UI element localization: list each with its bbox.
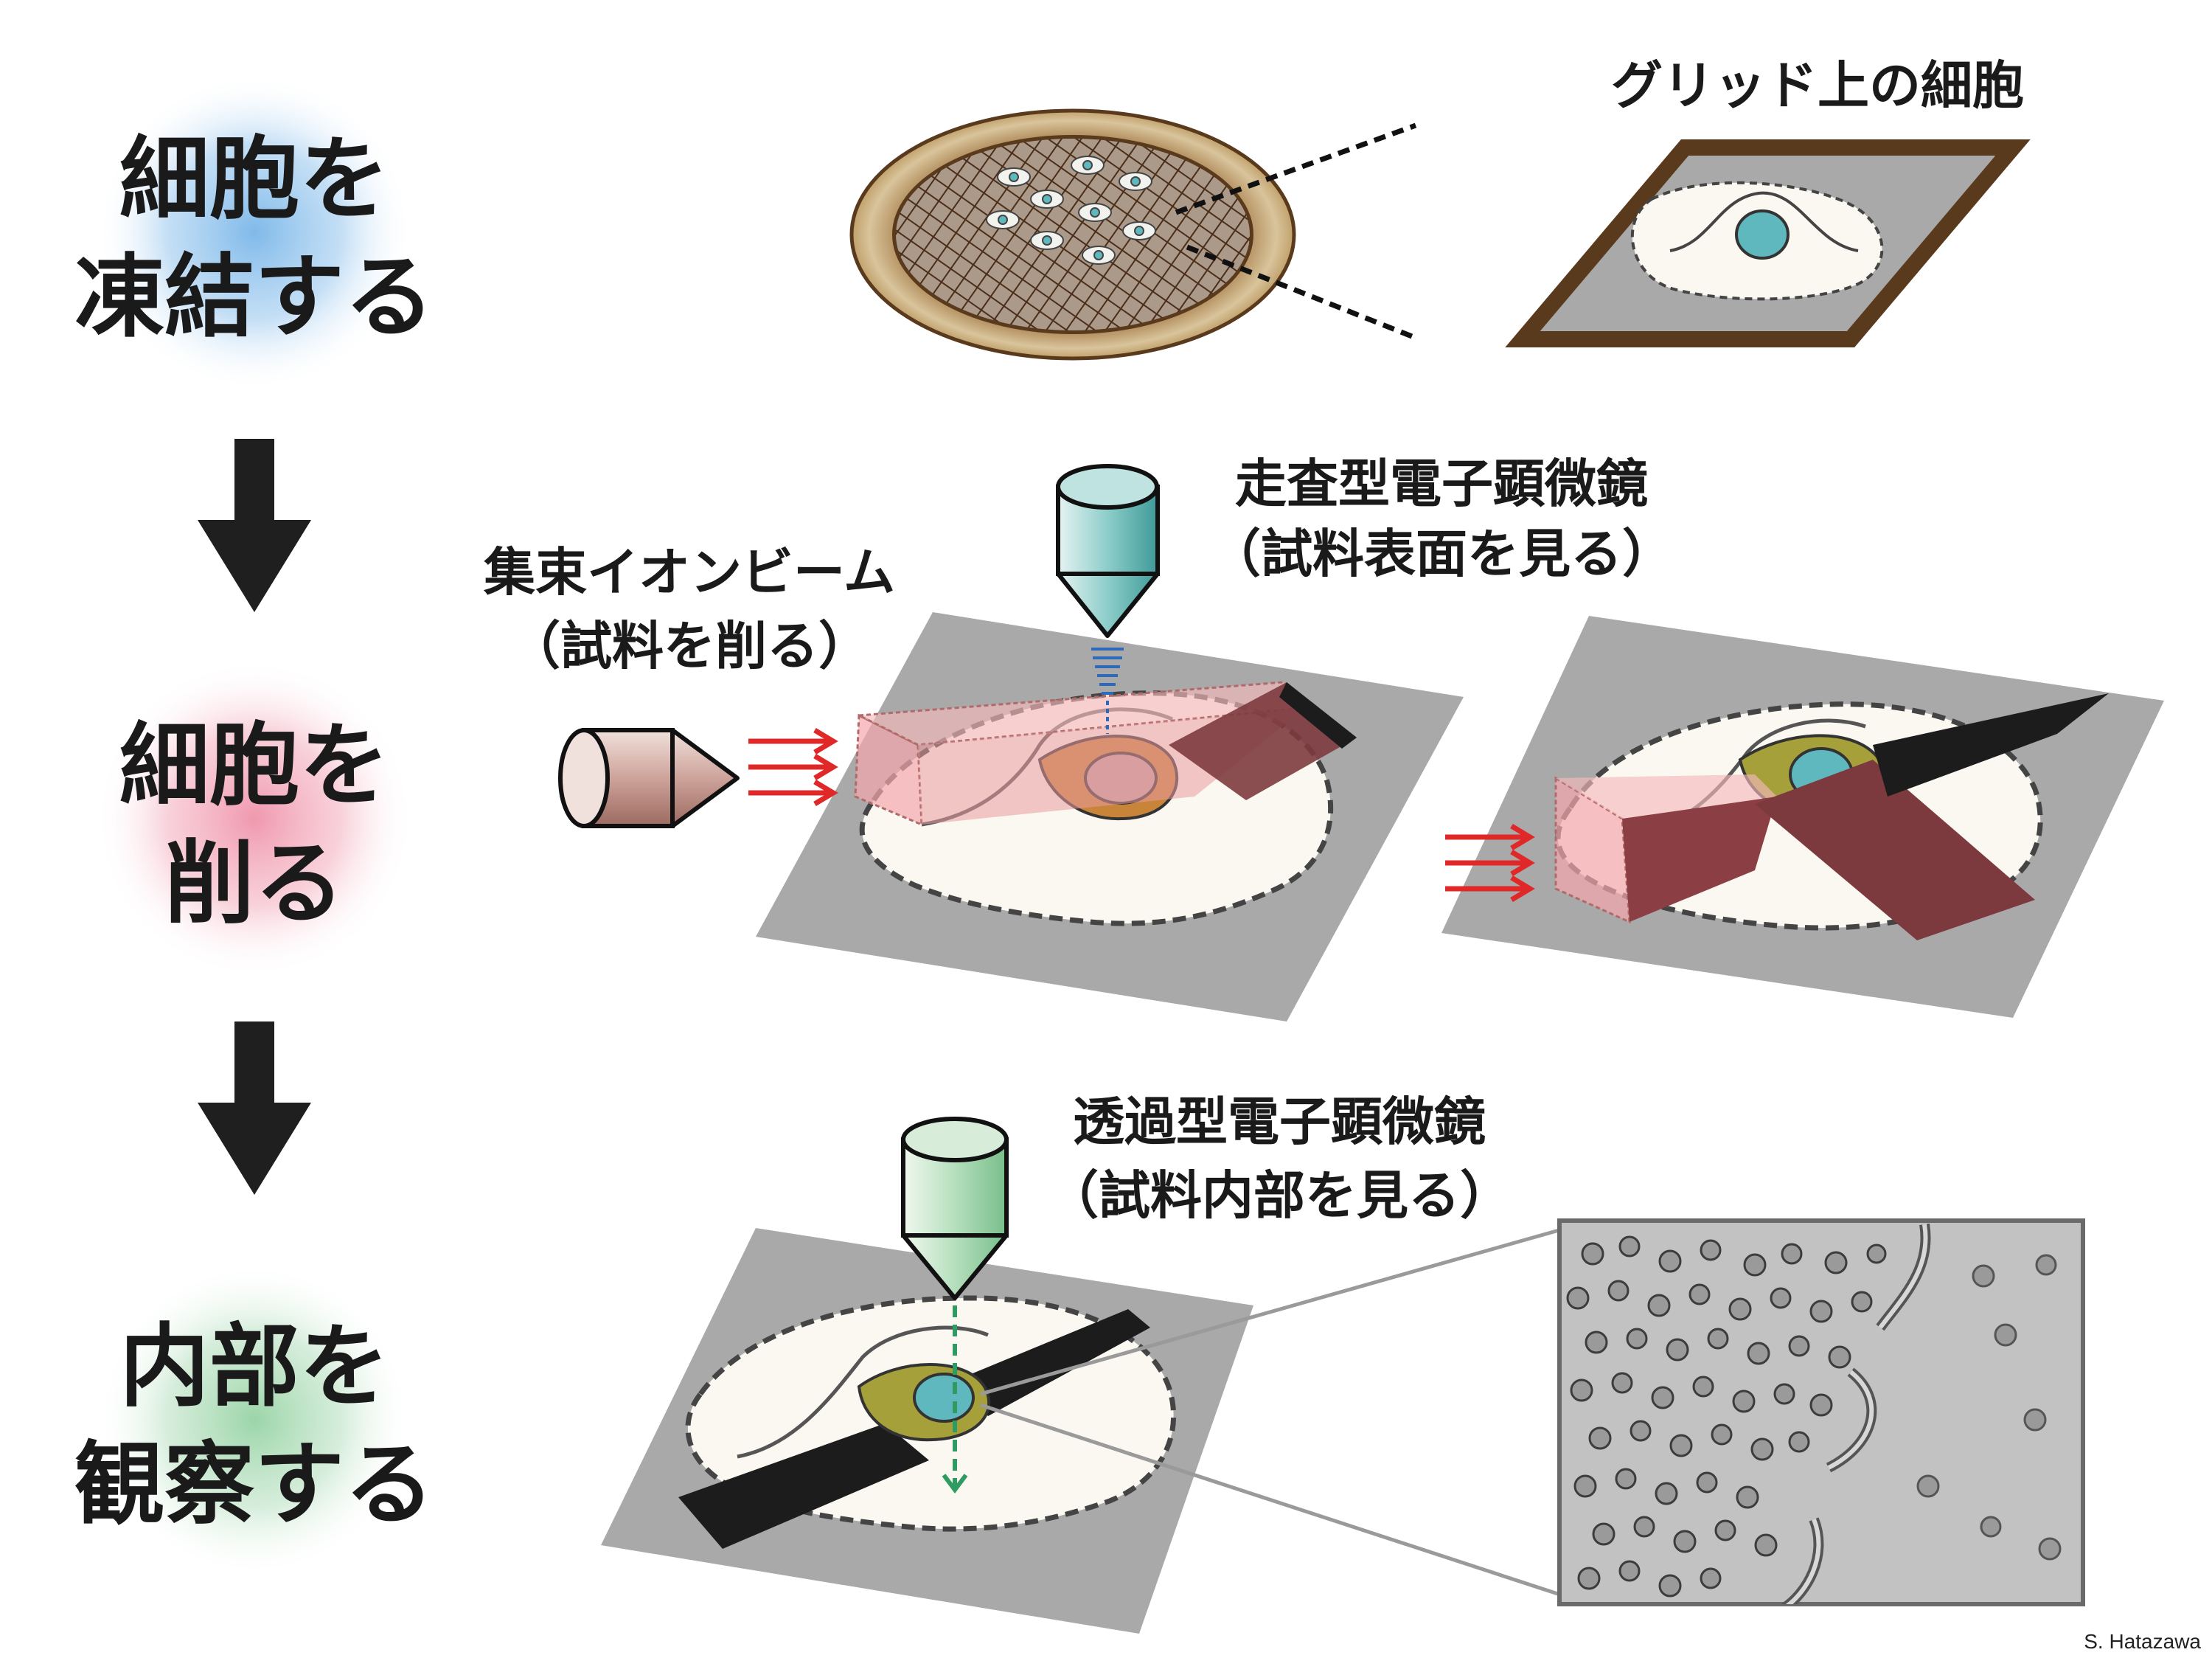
- pink-glow: [96, 660, 413, 977]
- step-cut: 細胞を 削る: [96, 660, 413, 977]
- ion-beam-arrows-2: [1445, 823, 1535, 903]
- sem-label-line2: （試料表面を見る）: [1209, 524, 1674, 584]
- ribosome-cluster: [1566, 1235, 1887, 1598]
- vesicles: [1916, 1254, 2062, 1561]
- tomogram-panel: [1557, 1218, 2085, 1606]
- sem-label-line1: 走査型電子顕微鏡: [1235, 454, 1648, 514]
- fib-label-line2: （試料を削る）: [509, 616, 870, 676]
- step-observe-line1: 内部を: [119, 1314, 389, 1419]
- fib-column: [558, 728, 740, 828]
- flow-arrow-2: [198, 1021, 311, 1195]
- nucleus-tem: [913, 1373, 975, 1423]
- zoom-lines-grid: [1175, 122, 1417, 341]
- tem-beam: [942, 1305, 968, 1494]
- tem-label-line1: 透過型電子顕微鏡: [1073, 1092, 1486, 1152]
- step-freeze-line2: 凍結する: [74, 245, 434, 350]
- milled-trench-side: [1622, 797, 1777, 922]
- milled-trench-top: [1556, 774, 1777, 819]
- sample-stage-tem: [601, 1228, 1253, 1634]
- zoomed-grid-square: [1505, 139, 2031, 347]
- lamella-slab: [1755, 760, 2035, 940]
- lamella-black-tem-left: [678, 1423, 929, 1549]
- author-credit: S. Hatazawa: [2084, 1630, 2201, 1653]
- sample-stage-milling: [756, 612, 1464, 1021]
- zoomed-nucleus: [1735, 209, 1790, 260]
- sem-column: [1056, 464, 1160, 734]
- flow-arrow-1: [198, 439, 311, 612]
- em-grid: [849, 108, 1296, 361]
- step-observe: 内部を 観察する: [74, 1261, 434, 1578]
- ion-beam-arrows-1: [748, 727, 838, 807]
- lamella-black-end: [1873, 693, 2109, 797]
- grid-cells-label: グリッド上の細胞: [1611, 55, 2024, 116]
- grid-cells: [986, 156, 1156, 265]
- step-freeze: 細胞を 凍結する: [74, 74, 434, 391]
- step-observe-line2: 観察する: [74, 1432, 434, 1537]
- tem-label-line2: （試料内部を見る）: [1047, 1165, 1512, 1226]
- zoom-lines-tem: [980, 1226, 1568, 1599]
- milling-box-front: [854, 713, 923, 827]
- sample-stage-lamella: [1441, 616, 2164, 1018]
- step-cut-line2: 削る: [164, 831, 344, 936]
- blue-glow: [96, 74, 413, 391]
- step-freeze-line1: 細胞を: [119, 127, 389, 232]
- green-glow: [96, 1261, 413, 1578]
- tem-column: [901, 1117, 1009, 1494]
- lamella-black-tem-right: [959, 1309, 1150, 1416]
- fib-label-line1: 集束イオンビーム: [483, 542, 895, 603]
- step-cut-line1: 細胞を: [119, 713, 389, 818]
- sem-beam: [1091, 648, 1124, 734]
